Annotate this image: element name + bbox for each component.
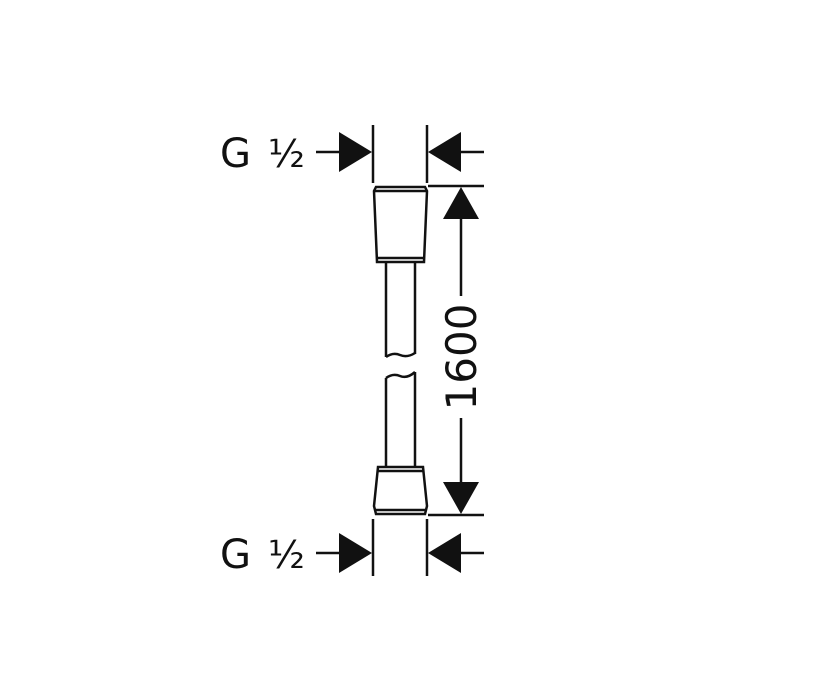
arrow-left-icon bbox=[428, 533, 461, 573]
arrow-up-icon bbox=[443, 187, 479, 219]
top-connector bbox=[372, 185, 429, 359]
top-thread-size: ½ bbox=[268, 132, 305, 176]
arrow-right-icon bbox=[339, 132, 372, 172]
bottom-thread-letter: G bbox=[220, 532, 251, 578]
bottom-thread-dimension bbox=[316, 519, 484, 576]
bottom-connector bbox=[372, 371, 429, 516]
length-value: 1600 bbox=[437, 304, 486, 411]
arrow-down-icon bbox=[443, 482, 479, 514]
top-thread-letter: G bbox=[220, 131, 251, 177]
top-thread-dimension bbox=[316, 125, 484, 183]
bottom-thread-size: ½ bbox=[268, 533, 305, 577]
arrow-right-icon bbox=[339, 533, 372, 573]
arrow-left-icon bbox=[428, 132, 461, 172]
length-dimension bbox=[428, 184, 484, 517]
